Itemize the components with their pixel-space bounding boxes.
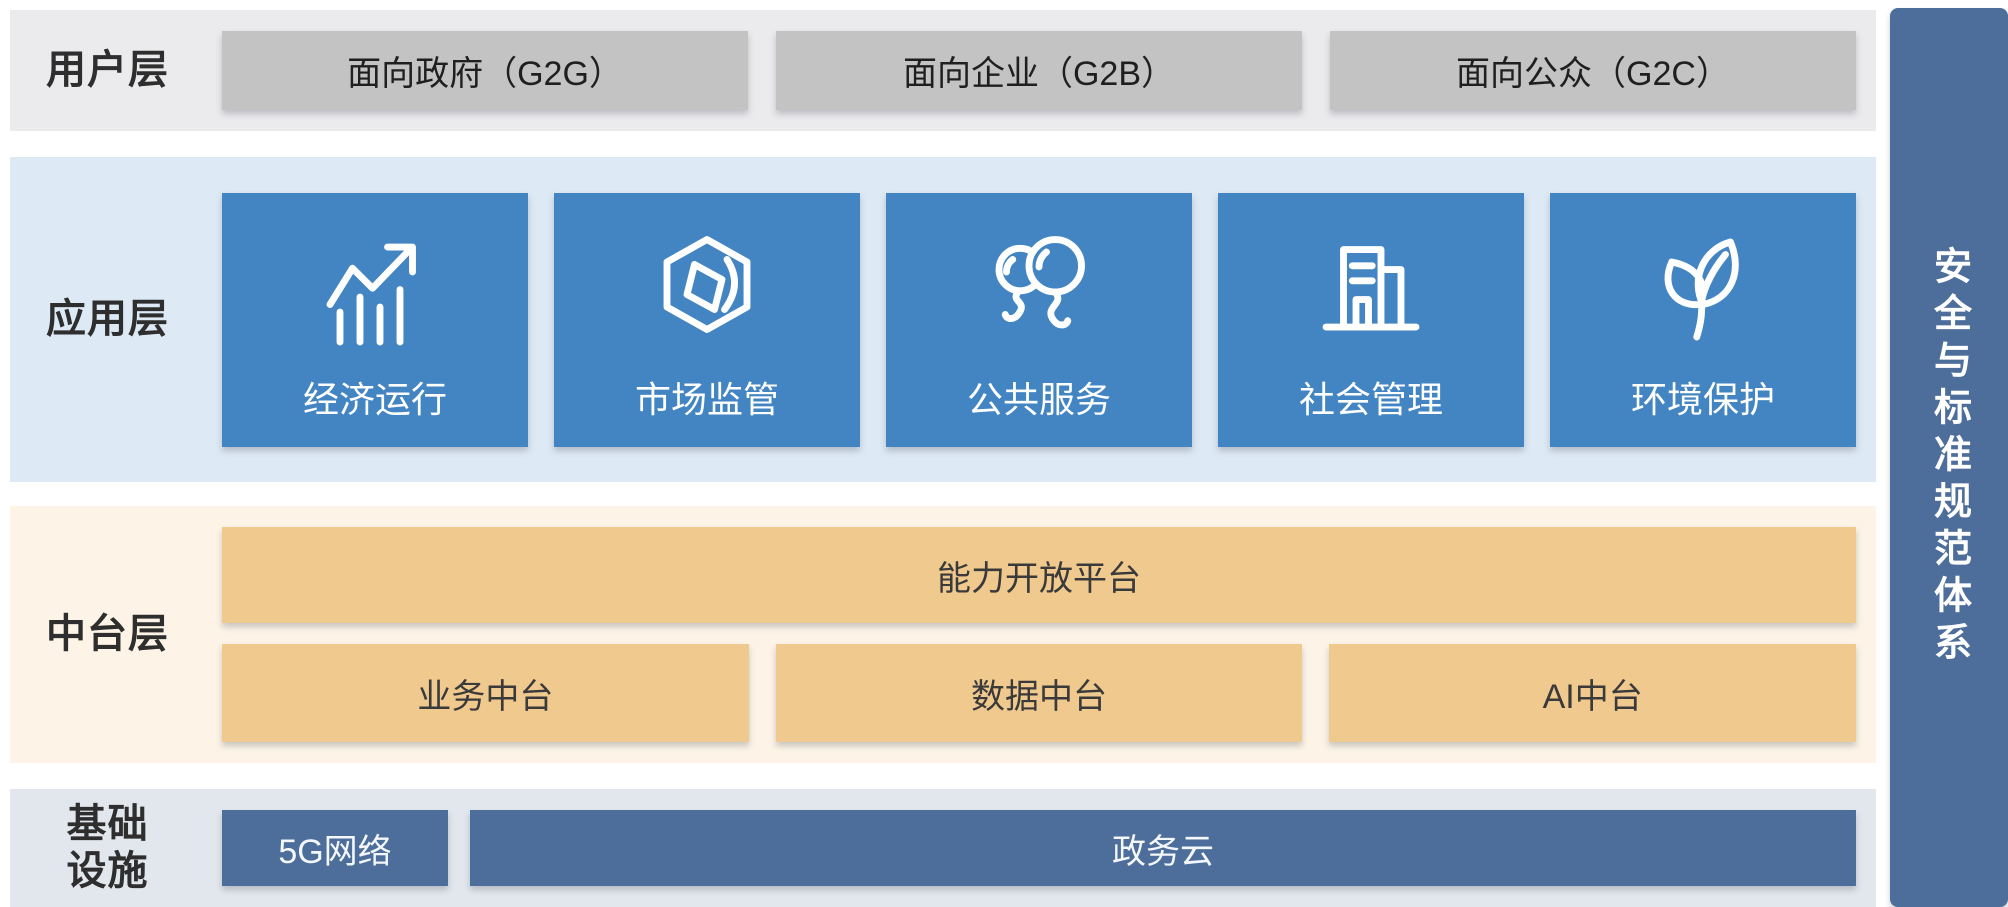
user-box-g2c: 面向公众（G2C） <box>1330 31 1856 110</box>
leaves-icon <box>1643 227 1763 347</box>
app-box-label: 公共服务 <box>966 378 1111 420</box>
infrastructure-layer-content: 5G网络 政务云 <box>222 810 1856 886</box>
ai-middle-platform-box: AI中台 <box>1329 644 1857 742</box>
capability-platform-box: 能力开放平台 <box>222 527 1856 623</box>
app-box-label: 环境保护 <box>1630 378 1775 420</box>
middle-layer-label: 中台层 <box>46 611 169 656</box>
application-layer-band: 应用层 经济运行 <box>10 157 1876 482</box>
app-box-social: 社会管理 <box>1218 192 1524 447</box>
infrastructure-label-line2: 设施 <box>66 849 149 893</box>
middle-platform-layer-band: 中台层 能力开放平台 业务中台 数据中台 AI中台 <box>10 506 1876 763</box>
user-layer-band: 用户层 面向政府（G2G） 面向企业（G2B） 面向公众（G2C） <box>10 10 1876 131</box>
middle-layer-content: 能力开放平台 业务中台 数据中台 AI中台 <box>222 527 1857 742</box>
balloons-icon <box>979 227 1099 347</box>
data-middle-platform-box: 数据中台 <box>775 644 1303 742</box>
application-layer-label: 应用层 <box>46 296 169 341</box>
user-box-g2g: 面向政府（G2G） <box>222 31 748 110</box>
user-layer-content: 面向政府（G2G） 面向企业（G2B） 面向公众（G2C） <box>222 31 1856 110</box>
app-box-label: 市场监管 <box>634 378 779 420</box>
business-middle-platform-box: 业务中台 <box>222 644 749 742</box>
infrastructure-label-line1: 基础 <box>66 801 149 846</box>
security-standards-label: 安全与标准规范体系 <box>1927 246 1970 669</box>
middle-platform-row: 业务中台 数据中台 AI中台 <box>222 644 1857 742</box>
app-box-public-service: 公共服务 <box>886 192 1192 447</box>
security-standards-bar: 安全与标准规范体系 <box>1890 8 2008 907</box>
government-cloud-box: 政务云 <box>470 810 1856 886</box>
app-box-label: 经济运行 <box>302 378 447 420</box>
infrastructure-layer-label: 基础 设施 <box>10 801 205 895</box>
hexagon-cube-icon <box>647 227 767 347</box>
application-layer-content: 经济运行 市场监管 <box>222 192 1856 447</box>
app-box-economy: 经济运行 <box>222 192 528 447</box>
app-box-environment: 环境保护 <box>1550 192 1856 447</box>
buildings-icon <box>1311 227 1431 347</box>
network-5g-box: 5G网络 <box>222 810 448 886</box>
trend-chart-icon <box>315 227 435 347</box>
app-box-label: 社会管理 <box>1298 378 1443 420</box>
app-box-market: 市场监管 <box>554 192 860 447</box>
user-layer-label: 用户层 <box>46 47 169 92</box>
user-box-g2b: 面向企业（G2B） <box>776 31 1302 110</box>
infrastructure-layer-band: 基础 设施 5G网络 政务云 <box>10 789 1876 907</box>
